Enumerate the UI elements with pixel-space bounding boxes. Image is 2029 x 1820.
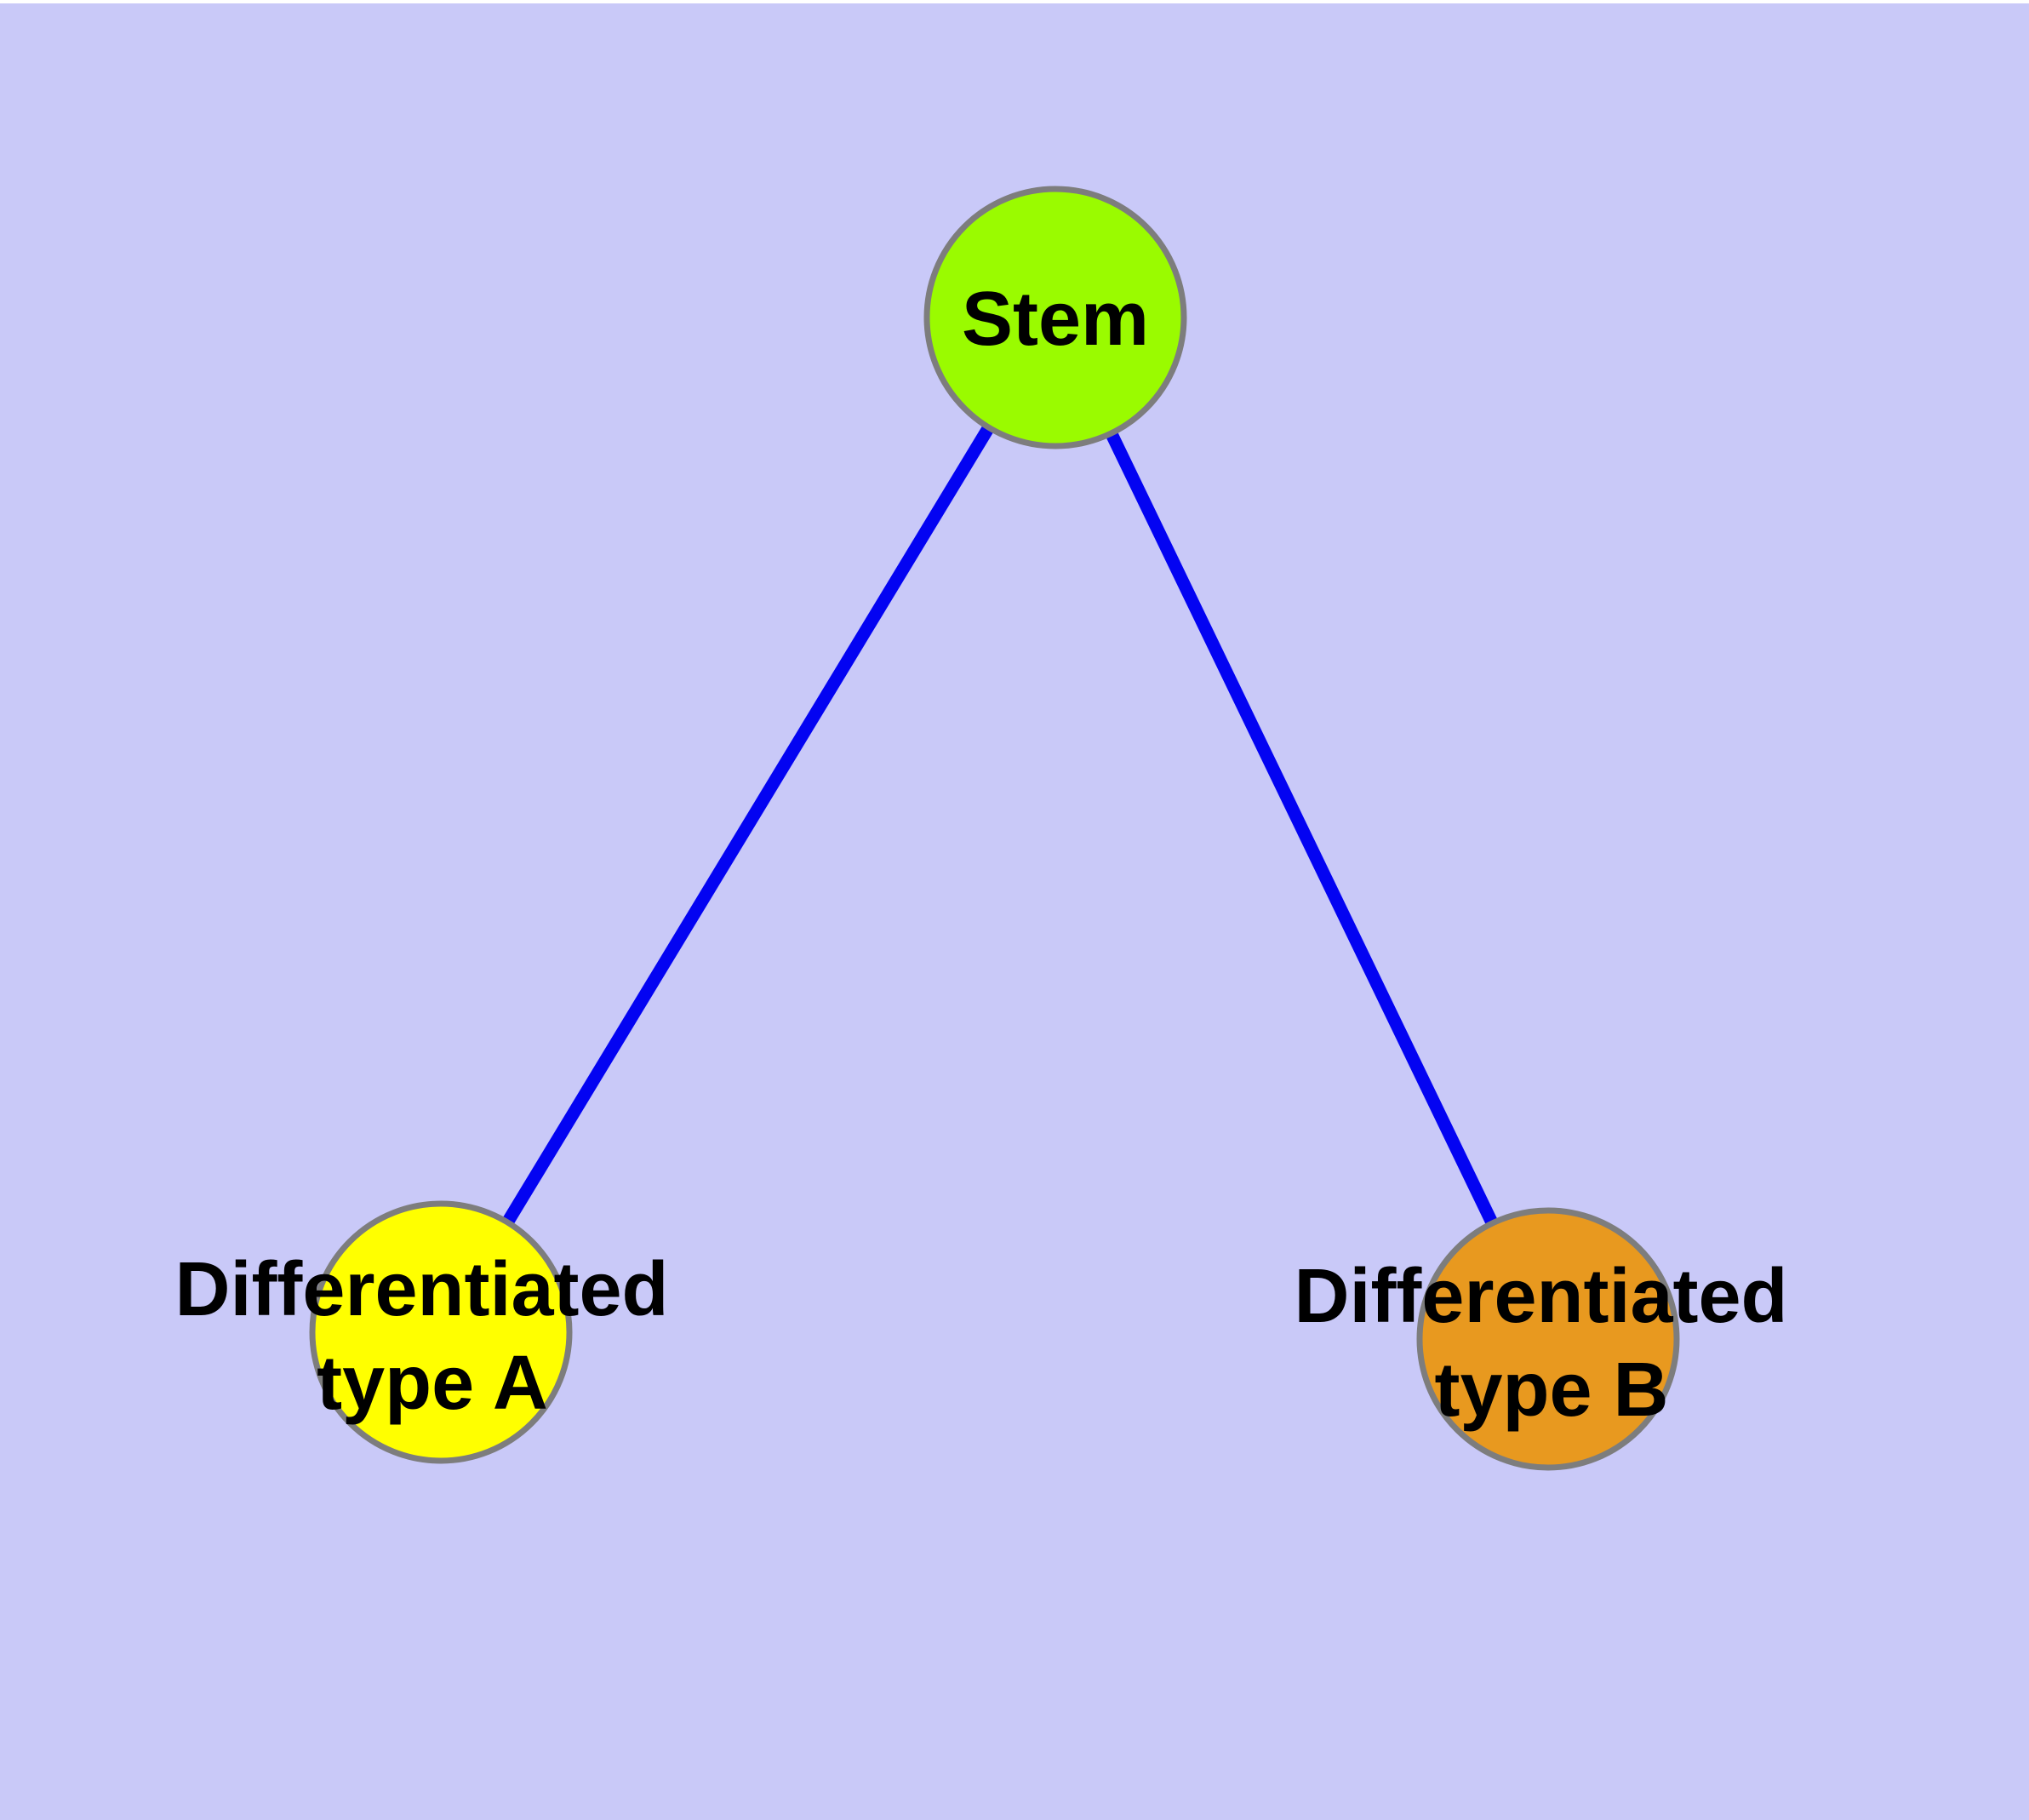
type-a-node — [309, 1200, 573, 1464]
stem-node-label: Stem — [962, 277, 1149, 362]
edge-stem-to-type-b — [1049, 314, 1554, 1342]
edge-stem-to-type-a — [435, 314, 1061, 1336]
type-a-node-label: Differentiated type A — [174, 1247, 689, 1426]
stem-node — [923, 186, 1187, 449]
type-b-label-line2: type B — [1434, 1348, 1668, 1433]
type-b-node-label: Differentiated type B — [1294, 1254, 1809, 1433]
type-b-node — [1416, 1207, 1680, 1471]
type-a-label-line1: Differentiated — [174, 1247, 668, 1332]
type-a-label-line2: type A — [317, 1341, 548, 1426]
type-b-label-line1: Differentiated — [1294, 1254, 1787, 1339]
